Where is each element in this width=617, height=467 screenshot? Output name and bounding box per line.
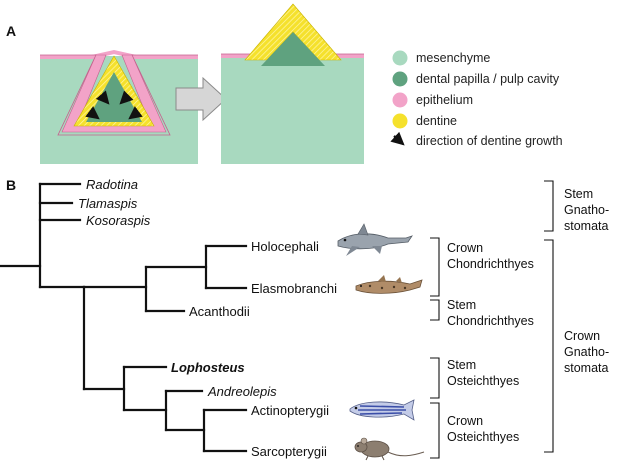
taxon-actinopterygii: Actinopterygii xyxy=(251,403,329,418)
legend-label-papilla: dental papilla / pulp cavity xyxy=(416,72,560,86)
group-stem-gnathostomata-line-1: Stem xyxy=(564,187,593,201)
panel-a-letter: A xyxy=(6,23,16,39)
group-crown-chondrichthyes-line-2: Chondrichthyes xyxy=(447,257,534,271)
group-stem-gnathostomata-line-2: Gnatho- xyxy=(564,203,609,217)
phylogenetic-tree xyxy=(0,182,248,453)
group-crown-chondrichthyes-line-1: Crown xyxy=(447,241,483,255)
mesenchyme-block-right xyxy=(221,56,364,164)
legend-arrow-icon xyxy=(390,131,405,146)
taxon-tlamaspis: Tlamaspis xyxy=(78,196,138,211)
taxon-kosoraspis: Kosoraspis xyxy=(86,213,151,228)
growth-arrow-1-icon xyxy=(85,106,100,120)
chimaera-icon xyxy=(337,223,413,256)
panel-a: A xyxy=(6,3,563,164)
group-crown-gnathostomata-line-1: Crown xyxy=(564,329,600,343)
bracket-crown-osteichthyes xyxy=(430,402,440,459)
growth-arrow-2-icon xyxy=(95,90,110,105)
group-brackets xyxy=(430,180,554,459)
group-labels: Stem Gnatho- stomata Crown Chondrichthye… xyxy=(447,187,609,444)
taxon-radotina: Radotina xyxy=(86,177,138,192)
legend: mesenchyme dental papilla / pulp cavity … xyxy=(390,50,563,148)
bracket-stem-chondrichthyes xyxy=(430,299,440,321)
taxon-elasmobranchi: Elasmobranchi xyxy=(251,281,337,296)
group-crown-osteichthyes-line-2: Osteichthyes xyxy=(447,430,519,444)
taxon-sarcopterygii: Sarcopterygii xyxy=(251,444,327,459)
taxon-andreolepis: Andreolepis xyxy=(207,384,277,399)
taxon-holocephali: Holocephali xyxy=(251,239,319,254)
shark-icon xyxy=(355,275,423,294)
growth-arrow-3-icon xyxy=(119,90,134,105)
group-stem-gnathostomata-line-3: stomata xyxy=(564,219,609,233)
bracket-crown-chondrichthyes xyxy=(430,237,440,297)
epithelium-swatch-icon xyxy=(392,92,408,108)
epithelium-band-left xyxy=(61,54,167,133)
mouse-icon xyxy=(354,437,425,461)
pulp-cavity-right xyxy=(261,32,325,66)
group-stem-chondrichthyes-line-1: Stem xyxy=(447,298,476,312)
dentine-swatch-icon xyxy=(392,113,408,129)
dental-papilla-left xyxy=(86,72,142,122)
group-stem-osteichthyes-line-2: Osteichthyes xyxy=(447,374,519,388)
epithelium-outline-left xyxy=(40,54,198,136)
group-stem-chondrichthyes-line-2: Chondrichthyes xyxy=(447,314,534,328)
zebrafish-icon xyxy=(349,399,415,421)
transition-arrow-icon xyxy=(175,76,227,122)
papilla-swatch-icon xyxy=(392,71,408,87)
group-stem-osteichthyes-line-1: Stem xyxy=(447,358,476,372)
group-crown-gnathostomata-line-3: stomata xyxy=(564,361,609,375)
panel-b: B xyxy=(0,177,609,461)
legend-label-mesenchyme: mesenchyme xyxy=(416,51,490,65)
taxon-acanthodii: Acanthodii xyxy=(189,304,250,319)
group-crown-gnathostomata-line-2: Gnatho- xyxy=(564,345,609,359)
legend-label-dentine: dentine xyxy=(416,114,457,128)
mesenchyme-swatch-icon xyxy=(392,50,408,66)
panel-b-letter: B xyxy=(6,177,16,193)
bracket-stem-gnathostomata xyxy=(544,180,554,232)
bracket-crown-gnathostomata xyxy=(544,239,554,453)
taxon-labels: Radotina Tlamaspis Kosoraspis Holocephal… xyxy=(78,177,337,459)
taxon-lophosteus: Lophosteus xyxy=(171,360,245,375)
epithelium-surface-left xyxy=(40,49,198,59)
legend-label-epithelium: epithelium xyxy=(416,93,473,107)
tooth-diagram-erupted xyxy=(221,3,364,164)
legend-label-arrow: direction of dentine growth xyxy=(416,134,563,148)
group-crown-osteichthyes-line-1: Crown xyxy=(447,414,483,428)
growth-arrow-4-icon xyxy=(128,106,143,120)
tooth-diagram-early xyxy=(40,49,198,164)
bracket-stem-osteichthyes xyxy=(430,357,440,399)
